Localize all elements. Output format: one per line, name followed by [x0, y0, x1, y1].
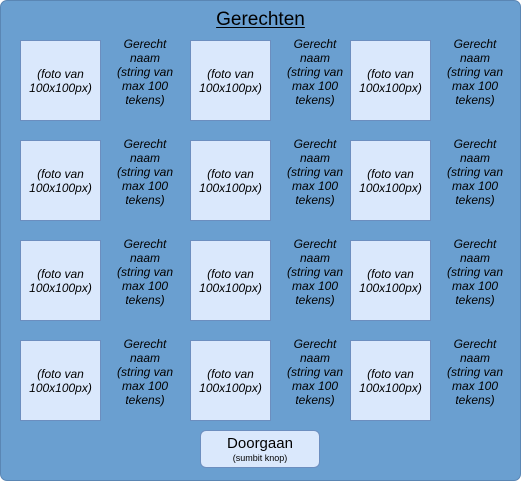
- dish-photo-placeholder: (foto van 100x100px): [20, 40, 101, 121]
- dish-photo-caption: (foto van 100x100px): [359, 166, 422, 195]
- dish-photo-placeholder: (foto van 100x100px): [190, 140, 271, 221]
- dish-name: Gerecht naam (string van max 100 tekens): [116, 237, 174, 307]
- dish-photo-placeholder: (foto van 100x100px): [20, 140, 101, 221]
- dish-name: Gerecht naam (string van max 100 tekens): [286, 337, 344, 407]
- dish-photo-caption: (foto van 100x100px): [359, 366, 422, 395]
- dish-photo-caption: (foto van 100x100px): [199, 366, 262, 395]
- dish-photo-caption: (foto van 100x100px): [199, 66, 262, 95]
- dish-photo-caption: (foto van 100x100px): [29, 366, 92, 395]
- dish-name: Gerecht naam (string van max 100 tekens): [446, 137, 504, 207]
- dish-name: Gerecht naam (string van max 100 tekens): [116, 37, 174, 107]
- dish-photo-placeholder: (foto van 100x100px): [190, 40, 271, 121]
- dish-name: Gerecht naam (string van max 100 tekens): [286, 137, 344, 207]
- dish-photo-placeholder: (foto van 100x100px): [20, 240, 101, 321]
- dish-photo-placeholder: (foto van 100x100px): [350, 240, 431, 321]
- continue-button-label: Doorgaan: [227, 435, 293, 452]
- dish-name: Gerecht naam (string van max 100 tekens): [116, 137, 174, 207]
- dish-photo-placeholder: (foto van 100x100px): [350, 140, 431, 221]
- dish-name: Gerecht naam (string van max 100 tekens): [286, 37, 344, 107]
- dish-photo-caption: (foto van 100x100px): [29, 266, 92, 295]
- dish-name: Gerecht naam (string van max 100 tekens): [446, 37, 504, 107]
- dish-photo-caption: (foto van 100x100px): [29, 166, 92, 195]
- dish-name: Gerecht naam (string van max 100 tekens): [286, 237, 344, 307]
- dish-photo-placeholder: (foto van 100x100px): [350, 40, 431, 121]
- dish-photo-placeholder: (foto van 100x100px): [20, 340, 101, 421]
- dish-photo-caption: (foto van 100x100px): [359, 266, 422, 295]
- dish-photo-placeholder: (foto van 100x100px): [350, 340, 431, 421]
- dish-photo-caption: (foto van 100x100px): [29, 66, 92, 95]
- continue-button[interactable]: Doorgaan (sumbit knop): [200, 430, 320, 468]
- page-title: Gerechten: [216, 9, 305, 30]
- dish-name: Gerecht naam (string van max 100 tekens): [116, 337, 174, 407]
- dish-photo-placeholder: (foto van 100x100px): [190, 340, 271, 421]
- dish-photo-caption: (foto van 100x100px): [199, 166, 262, 195]
- dish-name: Gerecht naam (string van max 100 tekens): [446, 337, 504, 407]
- dish-name: Gerecht naam (string van max 100 tekens): [446, 237, 504, 307]
- dish-photo-placeholder: (foto van 100x100px): [190, 240, 271, 321]
- dish-photo-caption: (foto van 100x100px): [359, 66, 422, 95]
- dish-photo-caption: (foto van 100x100px): [199, 266, 262, 295]
- continue-button-note: (sumbit knop): [232, 453, 288, 463]
